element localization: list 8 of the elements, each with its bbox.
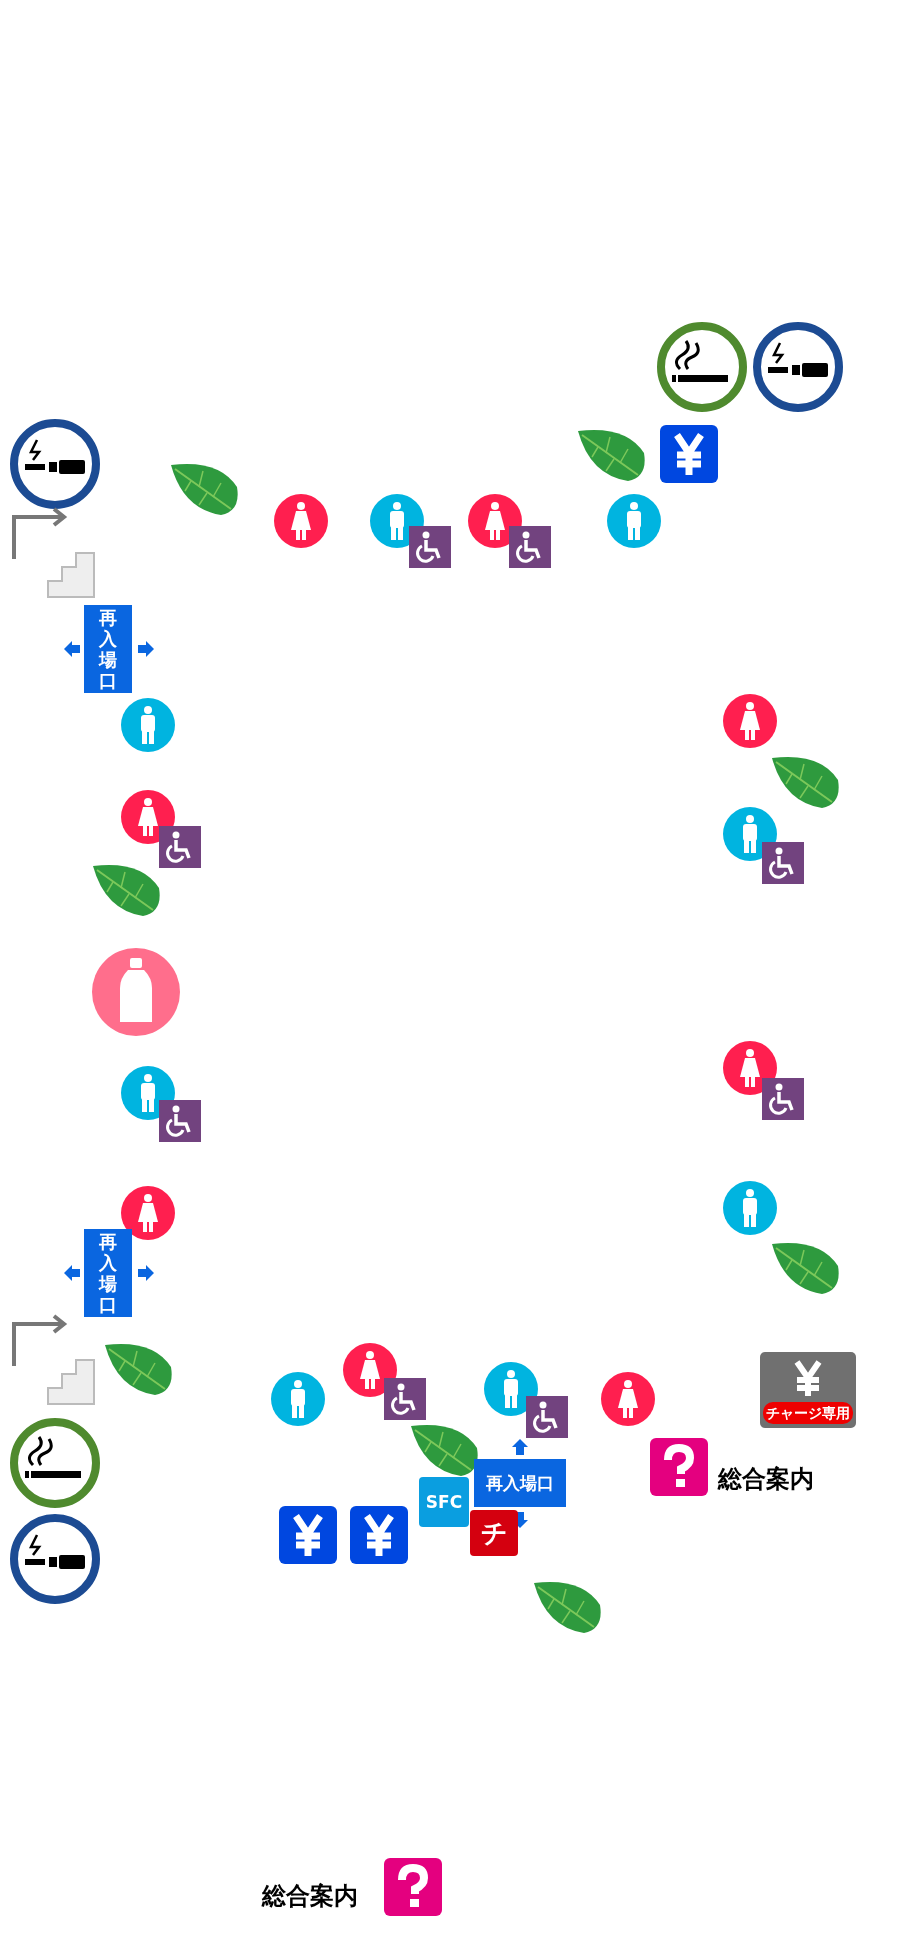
entrance-sign: 再入場口 bbox=[84, 1229, 132, 1317]
entrance-sign: 再入場口 bbox=[84, 605, 132, 693]
info-desk-label: 総合案内 bbox=[718, 1465, 814, 1493]
text-badge: チ bbox=[470, 1510, 518, 1556]
entrance-sign: 再入場口 bbox=[474, 1459, 566, 1507]
text-badge: SFC bbox=[419, 1477, 469, 1527]
charge-label: チャージ専用 bbox=[763, 1402, 853, 1424]
info-desk-label: 総合案内 bbox=[262, 1882, 358, 1910]
